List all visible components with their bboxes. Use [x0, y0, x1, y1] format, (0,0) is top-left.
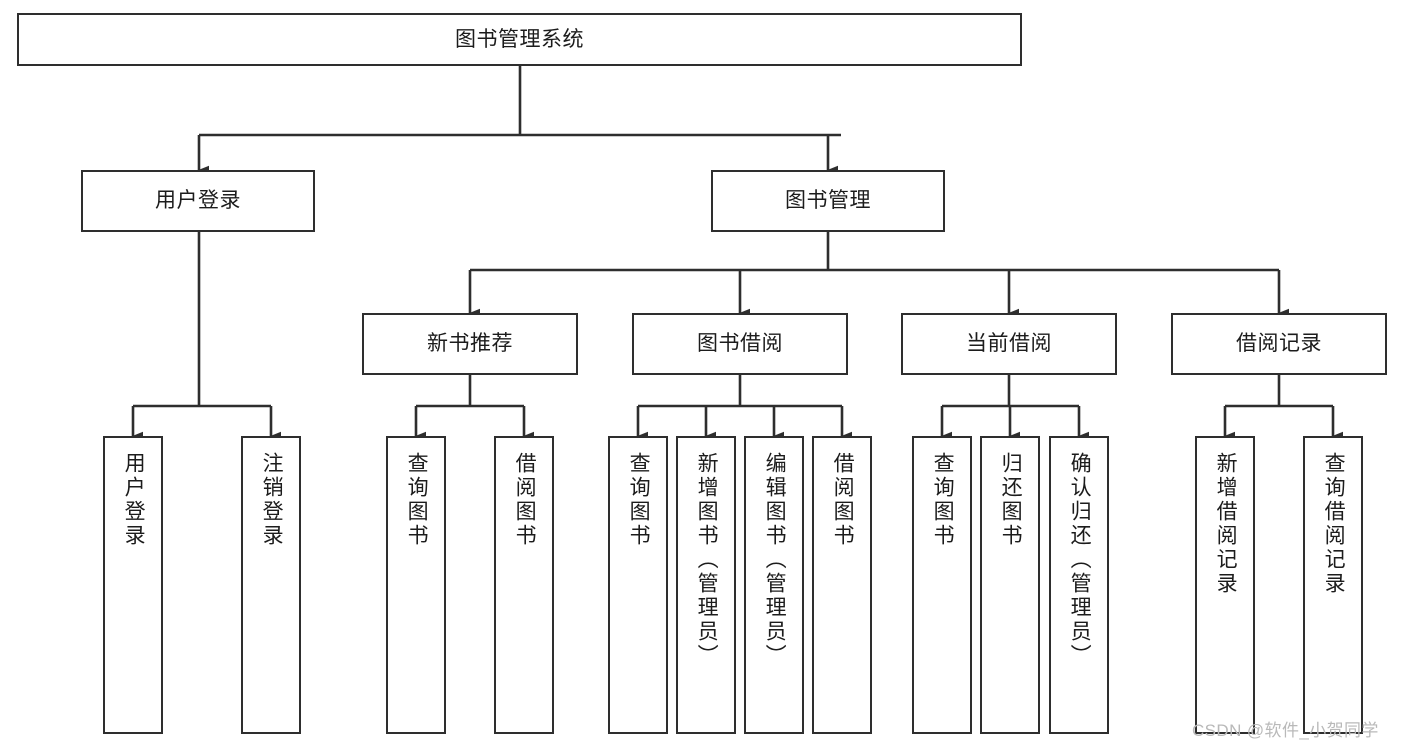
leaf-return-book[interactable]: 归还图书: [980, 436, 1040, 734]
leaf-query-book-2[interactable]: 查询图书: [608, 436, 668, 734]
leaf-edit-book-label: 编辑图书（管理员）: [763, 452, 787, 668]
leaf-query-book-3-label: 查询图书: [931, 452, 955, 548]
leaf-add-book-label: 新增图书（管理员）: [695, 452, 719, 668]
leaf-return-book-label: 归还图书: [999, 452, 1023, 548]
leaf-borrow-book-1-label: 借阅图书: [513, 452, 537, 548]
leaf-add-record-label: 新增借阅记录: [1214, 452, 1238, 596]
node-new-book-recommend-label: 新书推荐: [427, 332, 513, 356]
node-book-management[interactable]: 图书管理: [711, 170, 945, 232]
leaf-user-login[interactable]: 用户登录: [103, 436, 163, 734]
leaf-query-book-1[interactable]: 查询图书: [386, 436, 446, 734]
leaf-user-logout[interactable]: 注销登录: [241, 436, 301, 734]
leaf-add-book[interactable]: 新增图书（管理员）: [676, 436, 736, 734]
leaf-query-record-label: 查询借阅记录: [1322, 452, 1346, 596]
leaf-add-record[interactable]: 新增借阅记录: [1195, 436, 1255, 734]
node-book-borrow[interactable]: 图书借阅: [632, 313, 848, 375]
node-borrow-record[interactable]: 借阅记录: [1171, 313, 1387, 375]
node-new-book-recommend[interactable]: 新书推荐: [362, 313, 578, 375]
leaf-user-login-label: 用户登录: [122, 452, 146, 548]
node-current-borrow-label: 当前借阅: [966, 332, 1052, 356]
leaf-query-book-2-label: 查询图书: [627, 452, 651, 548]
leaf-query-book-1-label: 查询图书: [405, 452, 429, 548]
node-root[interactable]: 图书管理系统: [17, 13, 1022, 66]
node-borrow-record-label: 借阅记录: [1236, 332, 1322, 356]
leaf-query-book-3[interactable]: 查询图书: [912, 436, 972, 734]
leaf-user-logout-label: 注销登录: [260, 452, 284, 548]
leaf-confirm-return-label: 确认归还（管理员）: [1068, 452, 1092, 668]
leaf-borrow-book-2-label: 借阅图书: [831, 452, 855, 548]
leaf-borrow-book-2[interactable]: 借阅图书: [812, 436, 872, 734]
node-user-login-label: 用户登录: [155, 189, 241, 213]
node-book-borrow-label: 图书借阅: [697, 332, 783, 356]
node-book-management-label: 图书管理: [785, 189, 871, 213]
node-root-label: 图书管理系统: [455, 27, 584, 51]
leaf-confirm-return[interactable]: 确认归还（管理员）: [1049, 436, 1109, 734]
leaf-borrow-book-1[interactable]: 借阅图书: [494, 436, 554, 734]
leaf-edit-book[interactable]: 编辑图书（管理员）: [744, 436, 804, 734]
node-user-login[interactable]: 用户登录: [81, 170, 315, 232]
csdn-watermark: CSDN @软件_小贺同学: [1192, 721, 1379, 740]
leaf-query-record[interactable]: 查询借阅记录: [1303, 436, 1363, 734]
node-current-borrow[interactable]: 当前借阅: [901, 313, 1117, 375]
